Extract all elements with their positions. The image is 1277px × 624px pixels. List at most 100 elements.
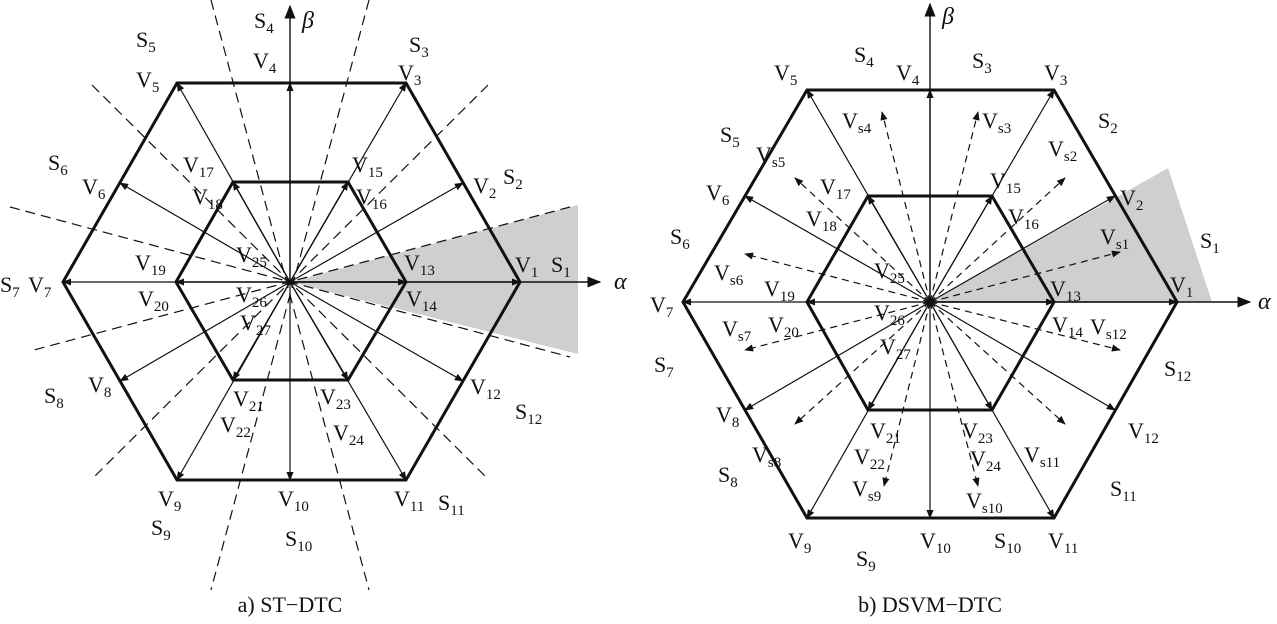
sector-label-s4: S4 bbox=[254, 8, 274, 37]
vector-label-v8: V8 bbox=[716, 402, 739, 431]
vector-label-v5: V5 bbox=[136, 67, 159, 96]
vector-label-v16: V16 bbox=[1008, 204, 1039, 233]
vector-label-v20: V20 bbox=[138, 286, 169, 315]
vector-label-v2: V2 bbox=[1120, 185, 1143, 214]
virtual-vector-arrow-vs6 bbox=[744, 252, 931, 303]
virtual-vectors bbox=[744, 111, 1121, 487]
vector-label-v1: V1 bbox=[1170, 272, 1193, 301]
virtual-vector-arrow-vs11 bbox=[929, 301, 1066, 425]
vector-label-v10: V10 bbox=[920, 528, 951, 557]
vector-label-v8: V8 bbox=[88, 372, 111, 401]
sector-label-s2: S2 bbox=[1098, 108, 1118, 137]
inner-hexagon bbox=[805, 194, 1056, 412]
vector-label-v26: V26 bbox=[874, 300, 905, 329]
vector-label-v9: V9 bbox=[158, 486, 181, 515]
virtual-vector-label-vs2: Vs2 bbox=[1048, 136, 1077, 165]
vector-label-v15: V15 bbox=[352, 152, 383, 181]
outer-hexagon bbox=[681, 88, 1179, 520]
outer-hexagon bbox=[61, 81, 522, 482]
virtual-vector-label-vs10: Vs10 bbox=[966, 488, 1003, 517]
vector-label-v23: V23 bbox=[962, 418, 993, 447]
vector-label-v16: V16 bbox=[356, 184, 387, 213]
sector-label-s11: S11 bbox=[438, 490, 465, 519]
vector-label-v17: V17 bbox=[820, 174, 851, 203]
vector-label-v24: V24 bbox=[333, 420, 364, 449]
vector-label-v6: V6 bbox=[82, 174, 106, 203]
sector-label-s8: S8 bbox=[718, 462, 738, 491]
virtual-vector-label-vs11: Vs11 bbox=[1024, 442, 1060, 471]
vector-arrow-v22 bbox=[232, 281, 291, 381]
vector-label-v11: V11 bbox=[394, 486, 424, 515]
virtual-vector-label-vs6: Vs6 bbox=[714, 260, 744, 289]
vector-arrow-v15 bbox=[929, 195, 993, 303]
vector-label-v4: V4 bbox=[253, 48, 277, 77]
vector-label-v4: V4 bbox=[896, 60, 920, 89]
virtual-vector-label-vs3: Vs3 bbox=[982, 108, 1011, 137]
vector-arrow-v24 bbox=[289, 281, 349, 381]
vector-arrow-v23 bbox=[929, 301, 993, 411]
vector-label-v17: V17 bbox=[183, 152, 214, 181]
vector-label-v26: V26 bbox=[236, 282, 267, 311]
virtual-vector-arrow-vs8 bbox=[794, 301, 931, 425]
virtual-vector-arrow-vs12 bbox=[929, 301, 1121, 352]
vector-label-v18: V18 bbox=[806, 206, 837, 235]
sector-label-s6: S6 bbox=[48, 150, 68, 179]
vector-label-v3: V3 bbox=[398, 60, 421, 89]
vector-label-v10: V10 bbox=[278, 486, 309, 515]
alpha-axis-label: α bbox=[1258, 289, 1271, 315]
sector-label-s7: S7 bbox=[0, 272, 20, 301]
sector-label-s10: S10 bbox=[285, 526, 312, 555]
beta-axis-label: β bbox=[301, 8, 314, 34]
sector-label-s1: S1 bbox=[551, 252, 571, 281]
virtual-vector-label-vs7: Vs7 bbox=[722, 316, 752, 345]
vector-arrow-v18 bbox=[232, 181, 291, 283]
sector-label-s12: S12 bbox=[515, 399, 542, 428]
vector-label-v27: V27 bbox=[880, 334, 911, 363]
virtual-vector-arrow-vs2 bbox=[929, 177, 1066, 303]
vector-label-v21: V21 bbox=[233, 386, 264, 415]
vector-label-v19: V19 bbox=[764, 276, 795, 305]
vector-label-v3: V3 bbox=[1044, 60, 1067, 89]
vector-label-v13: V13 bbox=[404, 250, 435, 279]
alpha-axis-label: α bbox=[614, 269, 627, 295]
vector-label-v6: V6 bbox=[706, 180, 730, 209]
sector-s1-shading bbox=[290, 205, 578, 354]
virtual-vector-arrow-vs9 bbox=[882, 301, 931, 487]
vector-label-v27: V27 bbox=[240, 310, 271, 339]
virtual-vector-arrow-vs3 bbox=[929, 111, 980, 303]
virtual-vector-arrow-vs10 bbox=[929, 301, 980, 487]
virtual-vector-arrow-vs4 bbox=[880, 111, 931, 303]
vector-label-v13: V13 bbox=[1050, 276, 1081, 305]
vector-arrow-v21 bbox=[867, 301, 931, 411]
axes: α β bbox=[284, 4, 627, 295]
vector-label-v21: V21 bbox=[870, 418, 901, 447]
sector-label-s9: S9 bbox=[856, 546, 876, 575]
inner-hexagon bbox=[174, 180, 408, 382]
virtual-vector-arrow-vs7 bbox=[744, 301, 931, 352]
virtual-vector-label-vs8: Vs8 bbox=[752, 442, 781, 471]
axes: α β bbox=[924, 2, 1271, 315]
vector-label-v12: V12 bbox=[1128, 418, 1159, 447]
vector-label-v11: V11 bbox=[1048, 528, 1078, 557]
sector-label-s4: S4 bbox=[854, 42, 874, 71]
vector-arrow-v16 bbox=[289, 181, 349, 283]
sector-label-s11: S11 bbox=[1110, 476, 1137, 505]
virtual-vector-label-vs9: Vs9 bbox=[852, 476, 881, 505]
vector-label-v14: V14 bbox=[406, 286, 437, 315]
sector-label-s5: S5 bbox=[720, 122, 740, 151]
vector-label-v1: V1 bbox=[515, 252, 538, 281]
sector-label-s8: S8 bbox=[44, 383, 64, 412]
sector-label-s9: S9 bbox=[151, 515, 171, 544]
vector-label-v24: V24 bbox=[970, 446, 1001, 475]
vector-label-v15: V15 bbox=[990, 168, 1021, 197]
vector-label-v25: V25 bbox=[236, 242, 267, 271]
vector-label-v18: V18 bbox=[192, 184, 223, 213]
caption-b: b) DSVM−DTC bbox=[858, 592, 1002, 617]
sector-label-s3: S3 bbox=[972, 48, 992, 77]
vector-label-v12: V12 bbox=[470, 374, 501, 403]
vector-label-v5: V5 bbox=[774, 60, 797, 89]
vector-label-v7: V7 bbox=[28, 272, 52, 301]
